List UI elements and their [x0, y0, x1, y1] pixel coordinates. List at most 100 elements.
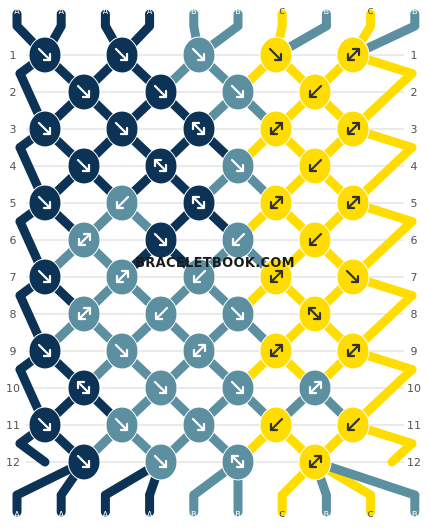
row-number-right: 2 — [411, 86, 418, 99]
knot — [221, 221, 255, 259]
knot — [28, 406, 62, 444]
knot — [182, 406, 216, 444]
knot-arrow-icon — [76, 454, 91, 469]
string-label: C — [368, 510, 374, 519]
knot — [144, 73, 178, 111]
knot-arrow-icon — [114, 47, 129, 62]
row-number-left: 3 — [10, 123, 17, 136]
knot — [298, 221, 332, 259]
knot — [28, 332, 62, 370]
knot — [221, 73, 255, 111]
knot-arrow-icon — [115, 195, 130, 210]
knot — [182, 110, 216, 148]
knot-arrow-icon — [231, 232, 246, 247]
row-number-left: 10 — [6, 382, 20, 395]
knot — [336, 184, 370, 222]
string-label: B — [324, 510, 330, 519]
knot-arrow-icon — [154, 306, 169, 321]
knot-arrow-icon — [192, 269, 207, 284]
string-label: B — [191, 510, 197, 519]
knot-arrow-icon — [114, 121, 129, 136]
row-number-left: 12 — [6, 456, 20, 469]
string-label: A — [147, 7, 153, 16]
row-number-left: 6 — [10, 234, 17, 247]
knot-arrow-icon — [230, 380, 245, 395]
row-number-right: 6 — [411, 234, 418, 247]
knot-arrow-icon — [308, 380, 323, 395]
knot-arrow-icon — [37, 269, 52, 284]
knot-arrow-icon — [153, 454, 168, 469]
row-number-left: 8 — [10, 308, 17, 321]
knot — [259, 406, 293, 444]
string-label: A — [14, 7, 20, 16]
string-label: A — [103, 7, 109, 16]
knot — [221, 443, 255, 481]
knot — [144, 147, 178, 185]
knot — [221, 295, 255, 333]
string-edge — [15, 439, 50, 467]
knot-arrow-icon — [230, 84, 245, 99]
knot-arrow-icon — [153, 84, 168, 99]
knot-arrow-icon — [77, 232, 92, 247]
knot — [182, 184, 216, 222]
row-number-left: 5 — [10, 197, 17, 210]
string-label: A — [103, 510, 109, 519]
knot-arrow-icon — [308, 84, 323, 99]
string-label: B — [191, 7, 197, 16]
knot — [336, 258, 370, 296]
row-number-right: 11 — [407, 419, 421, 432]
knot — [105, 110, 139, 148]
string-label: A — [147, 510, 153, 519]
knot — [67, 295, 101, 333]
row-number-right: 4 — [411, 160, 418, 173]
knot — [105, 406, 139, 444]
knot — [259, 36, 293, 74]
knot — [259, 110, 293, 148]
row-number-right: 3 — [411, 123, 418, 136]
knot — [105, 184, 139, 222]
knot-arrow-icon — [153, 380, 168, 395]
knot — [105, 258, 139, 296]
string-label: A — [58, 7, 64, 16]
knot-arrow-icon — [346, 121, 361, 136]
knot-arrow-icon — [307, 306, 322, 321]
knot-arrow-icon — [76, 84, 91, 99]
knot — [67, 73, 101, 111]
knot-arrow-icon — [76, 158, 91, 173]
knot — [221, 147, 255, 185]
knot-arrow-icon — [114, 343, 129, 358]
knot-arrow-icon — [114, 417, 129, 432]
knot-arrow-icon — [269, 417, 284, 432]
string-label: B — [412, 510, 418, 519]
row-number-left: 7 — [10, 271, 17, 284]
knot-arrow-icon — [346, 343, 361, 358]
knot-arrow-icon — [37, 417, 52, 432]
knot — [67, 147, 101, 185]
knot-arrow-icon — [268, 47, 283, 62]
knot-arrow-icon — [345, 269, 360, 284]
row-number-right: 7 — [411, 271, 418, 284]
knot — [28, 258, 62, 296]
knot-arrow-icon — [230, 454, 245, 469]
string-label: A — [58, 510, 64, 519]
string-label: B — [412, 7, 418, 16]
knot-arrow-icon — [230, 158, 245, 173]
knot-arrow-icon — [191, 195, 206, 210]
knot-grid — [28, 36, 370, 481]
row-number-right: 1 — [411, 49, 418, 62]
row-number-right: 9 — [411, 345, 418, 358]
knot — [298, 369, 332, 407]
string-bottom-connector — [310, 457, 420, 500]
knot — [144, 295, 178, 333]
knot-arrow-icon — [308, 158, 323, 173]
knot — [28, 110, 62, 148]
knot — [259, 258, 293, 296]
knot-arrow-icon — [77, 306, 92, 321]
string-label: C — [279, 510, 285, 519]
knot-arrow-icon — [191, 417, 206, 432]
knot-arrow-icon — [269, 269, 284, 284]
watermark: BRACELETBOOK.COM — [135, 256, 295, 271]
knot-arrow-icon — [346, 47, 361, 62]
knot — [221, 369, 255, 407]
